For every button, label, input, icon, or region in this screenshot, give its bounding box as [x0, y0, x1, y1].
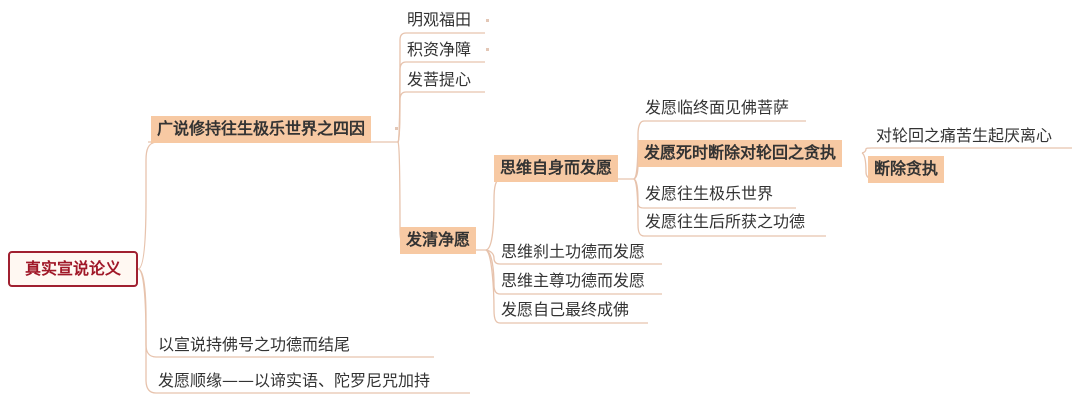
node-e3[interactable]: 发愿往生极乐世界 — [645, 184, 774, 203]
node-branch1[interactable]: 广说修持往生极乐世界之四因 — [151, 116, 372, 143]
edge-c4-d4 — [485, 249, 648, 324]
node-e4[interactable]: 发愿往生后所获之功德 — [645, 212, 806, 231]
edge-d1-e4 — [633, 178, 826, 237]
edge-d1-e1 — [633, 120, 806, 180]
node-d3[interactable]: 思维主尊功德而发愿 — [501, 271, 646, 290]
edge-root-branch1 — [137, 141, 157, 270]
edge-b1-c3 — [397, 91, 485, 143]
marker-dot — [486, 48, 489, 51]
edge-root-branch3 — [137, 268, 470, 394]
node-e2[interactable]: 发愿死时断除对轮回之贪执 — [638, 140, 843, 167]
node-c2[interactable]: 积资净障 — [407, 40, 472, 59]
root-node[interactable]: 真实宣说论义 — [8, 251, 138, 287]
node-c3[interactable]: 发菩提心 — [407, 70, 472, 89]
edge-e2-f1 — [861, 147, 1072, 154]
node-f1[interactable]: 对轮回之痛苦生起厌离心 — [876, 126, 1053, 145]
node-d1[interactable]: 思维自身而发愿 — [494, 155, 619, 182]
node-c1[interactable]: 明观福田 — [407, 10, 472, 29]
node-e1[interactable]: 发愿临终面见佛菩萨 — [645, 98, 790, 117]
node-d4[interactable]: 发愿自己最终成佛 — [501, 300, 630, 319]
marker-dot — [395, 127, 398, 130]
edge-c4-d1 — [485, 178, 634, 251]
edge-c4-d2 — [485, 249, 662, 265]
node-f2[interactable]: 断除贪执 — [868, 156, 945, 183]
node-branch2[interactable]: 以宣说持佛号之功德而结尾 — [158, 335, 351, 354]
edge-c4-d3 — [485, 249, 662, 295]
node-d2[interactable]: 思维刹土功德而发愿 — [501, 242, 646, 261]
node-c4[interactable]: 发清净愿 — [400, 227, 477, 254]
marker-dot — [486, 19, 489, 22]
node-branch3[interactable]: 发愿顺缘——以谛实语、陀罗尼咒加持 — [158, 371, 431, 390]
